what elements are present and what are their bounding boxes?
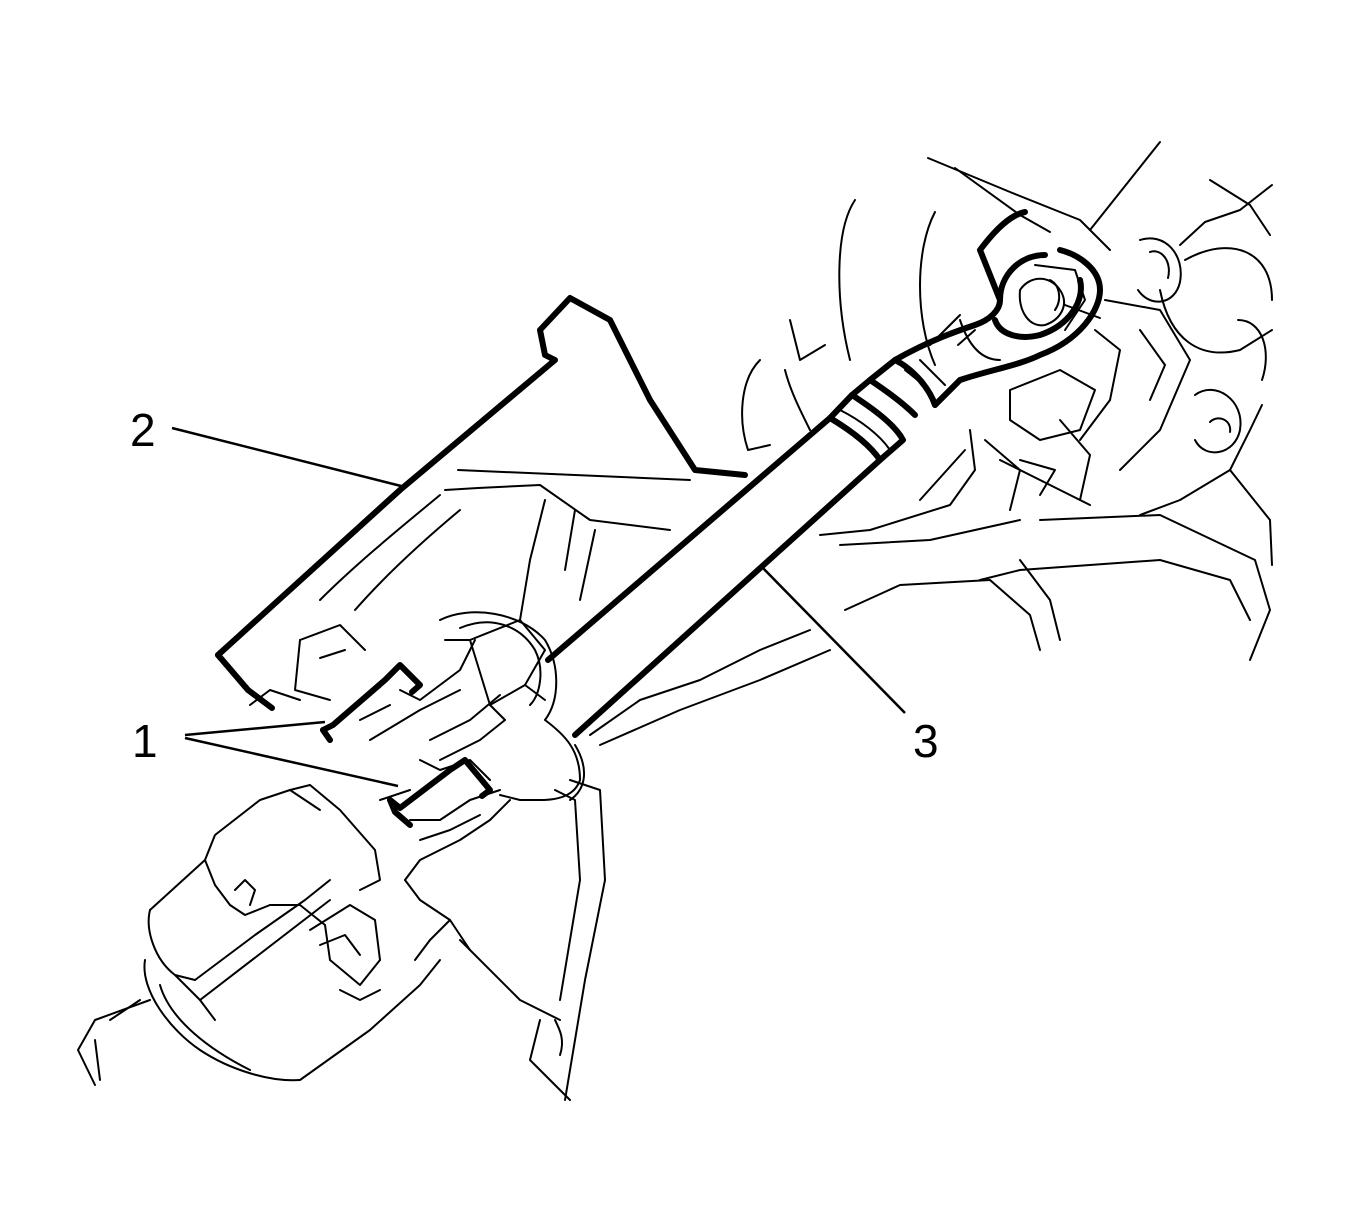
leader-line-1b [184,736,399,788]
leader-line-2 [171,426,406,489]
component-2-shroud [215,295,748,711]
mounting-bracket-assembly [819,141,1273,661]
lower-flange-outline [529,779,606,1101]
leader-lines [171,426,906,788]
callout-label-1: 1 [132,715,158,767]
leader-line-3 [759,564,906,714]
component-1-tabs [320,662,493,828]
callout-label-3: 3 [913,715,939,767]
column-housing-outline [249,199,936,746]
leader-line-1a [184,720,326,737]
callout-label-2: 2 [130,404,156,456]
switch-assembly [77,611,586,1086]
component-3-shaft [545,209,1103,738]
shaft-joint-details [839,264,1086,451]
